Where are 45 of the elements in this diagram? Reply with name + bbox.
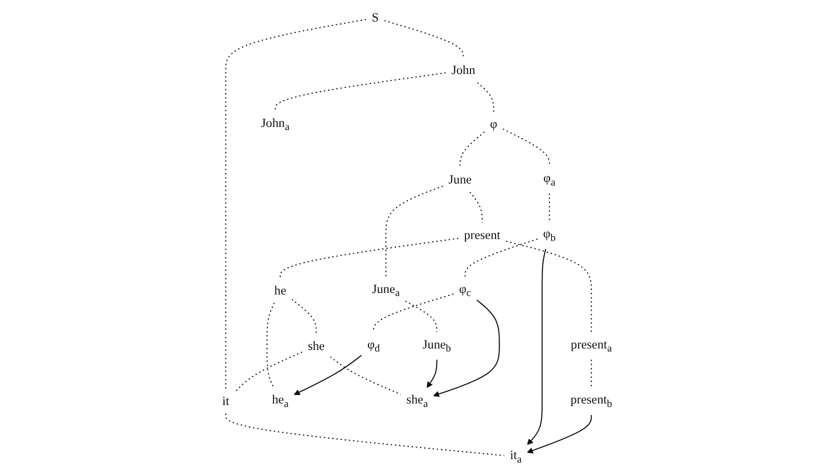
connector [234, 352, 303, 392]
node-text: she [308, 338, 325, 353]
arrow [294, 354, 362, 396]
connector [266, 302, 276, 388]
node-text: present$_{b}$ [570, 392, 612, 410]
connector [591, 360, 592, 388]
node-text: it$_{a}$ [510, 448, 522, 466]
connector [405, 300, 438, 332]
connector [464, 238, 538, 277]
arrow [434, 299, 500, 397]
connector [330, 356, 402, 395]
node-text: present [464, 228, 501, 242]
connector [373, 294, 454, 332]
connector [502, 128, 550, 166]
node-text: it [222, 394, 230, 408]
connector [292, 298, 318, 334]
connector [226, 18, 367, 390]
node-text: φ$_{b}$ [543, 226, 556, 244]
node-text: φ$_{c}$ [459, 282, 472, 299]
node-text: φ [490, 116, 498, 131]
node-text: φ$_{a}$ [544, 170, 556, 188]
node-text: June$_{a}$ [372, 282, 400, 299]
node-text: she$_{a}$ [406, 392, 428, 410]
node-text: φ$_{d}$ [368, 337, 380, 354]
connector [506, 240, 592, 332]
connector [386, 186, 444, 277]
node-text: June [448, 172, 472, 186]
connector [470, 192, 484, 223]
connector [275, 72, 446, 111]
node-text: he$_{a}$ [272, 392, 289, 410]
connector [384, 20, 464, 58]
node-text: John$_{a}$ [261, 116, 290, 133]
node-text: June$_{b}$ [422, 337, 452, 354]
node-text: he [274, 283, 286, 298]
node-text: present$_{a}$ [571, 337, 612, 354]
connector [226, 414, 505, 456]
arrow [426, 360, 438, 388]
connector [280, 238, 459, 278]
node-text: John [452, 63, 476, 78]
connector [460, 132, 486, 168]
connector [549, 193, 550, 222]
connector [477, 82, 494, 112]
node-text: S [372, 10, 380, 25]
arrow [527, 415, 592, 454]
arrow [527, 248, 547, 445]
